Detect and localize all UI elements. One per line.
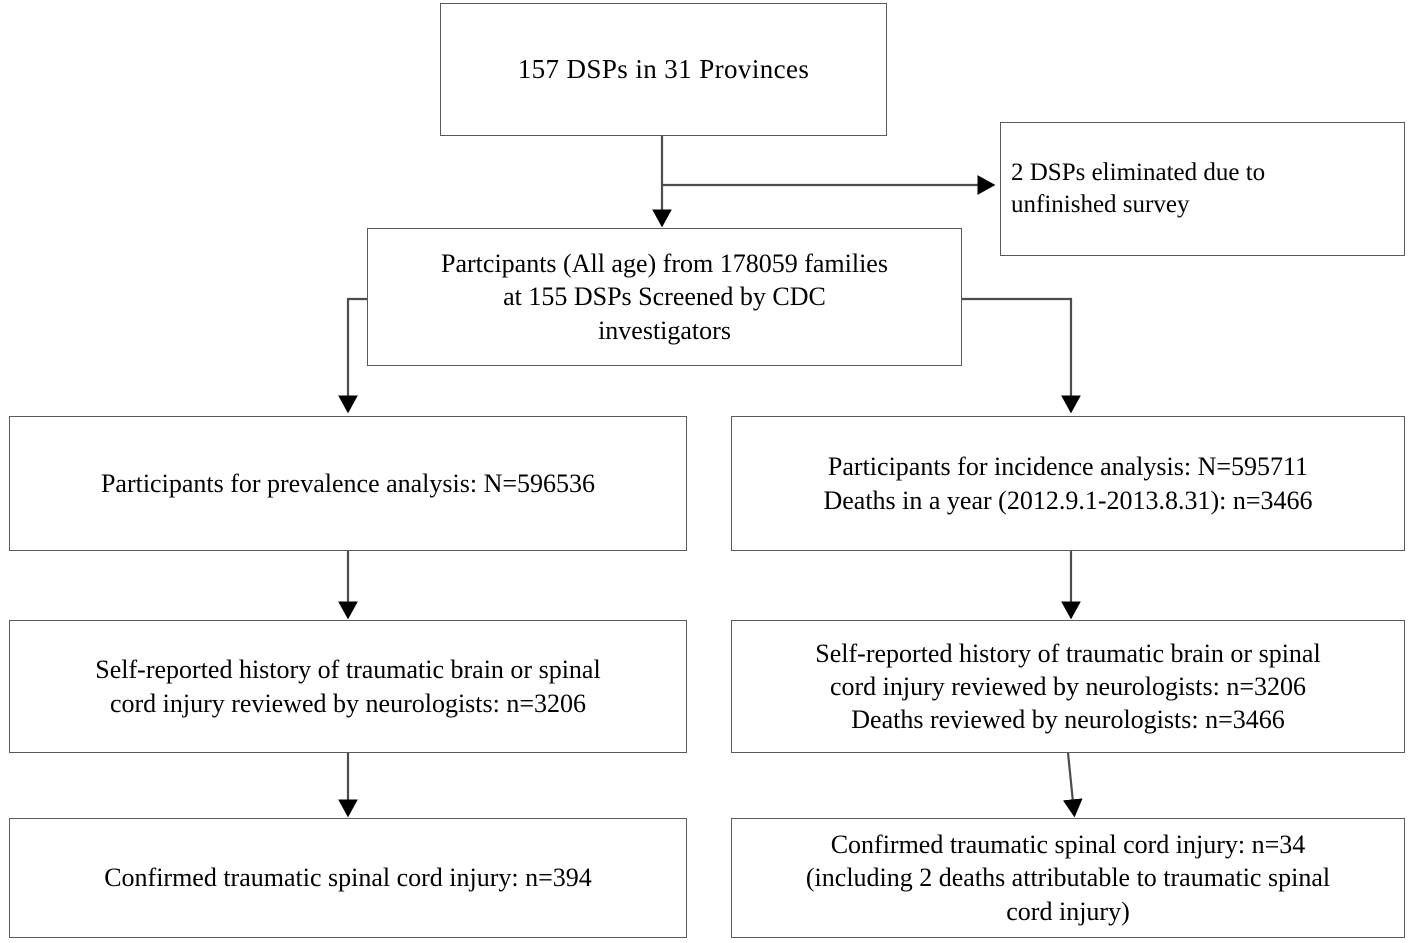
excluded-dsps-box: 2 DSPs eliminated due to unfinished surv… (1000, 122, 1405, 256)
edge-participants-to-prevalence (338, 297, 367, 414)
dsp-source-box: 157 DSPs in 31 Provinces (440, 3, 887, 136)
screened-participants-box: Partcipants (All age) from 178059 famili… (367, 228, 962, 366)
prevalence-participants-box: Participants for prevalence analysis: N=… (9, 416, 687, 551)
screened-participants-text: Partcipants (All age) from 178059 famili… (441, 249, 888, 345)
edge-participants-to-incidence (962, 297, 1081, 414)
prevalence-participants-text: Participants for prevalence analysis: N=… (100, 468, 596, 498)
confirmed-prevalence-text: Confirmed traumatic spinal cord injury: … (104, 863, 592, 893)
excluded-dsps-text: 2 DSPs eliminated due to unfinished surv… (1011, 159, 1266, 218)
self-reported-review-incidence-box: Self-reported history of traumatic brain… (731, 620, 1405, 753)
incidence-participants-text: Participants for incidence analysis: N=5… (823, 452, 1313, 515)
self-reported-review-prevalence-text: Self-reported history of traumatic brain… (95, 655, 601, 718)
edge-self-right-to-confirmed-right (1062, 752, 1083, 818)
dsp-source-text: 157 DSPs in 31 Provinces (517, 54, 810, 85)
confirmed-incidence-box: Confirmed traumatic spinal cord injury: … (731, 818, 1405, 938)
confirmed-incidence-text: Confirmed traumatic spinal cord injury: … (805, 830, 1331, 926)
incidence-participants-box: Participants for incidence analysis: N=5… (731, 416, 1405, 551)
confirmed-prevalence-box: Confirmed traumatic spinal cord injury: … (9, 818, 687, 938)
self-reported-review-incidence-text: Self-reported history of traumatic brain… (815, 638, 1321, 735)
self-reported-review-prevalence-box: Self-reported history of traumatic brain… (9, 620, 687, 753)
